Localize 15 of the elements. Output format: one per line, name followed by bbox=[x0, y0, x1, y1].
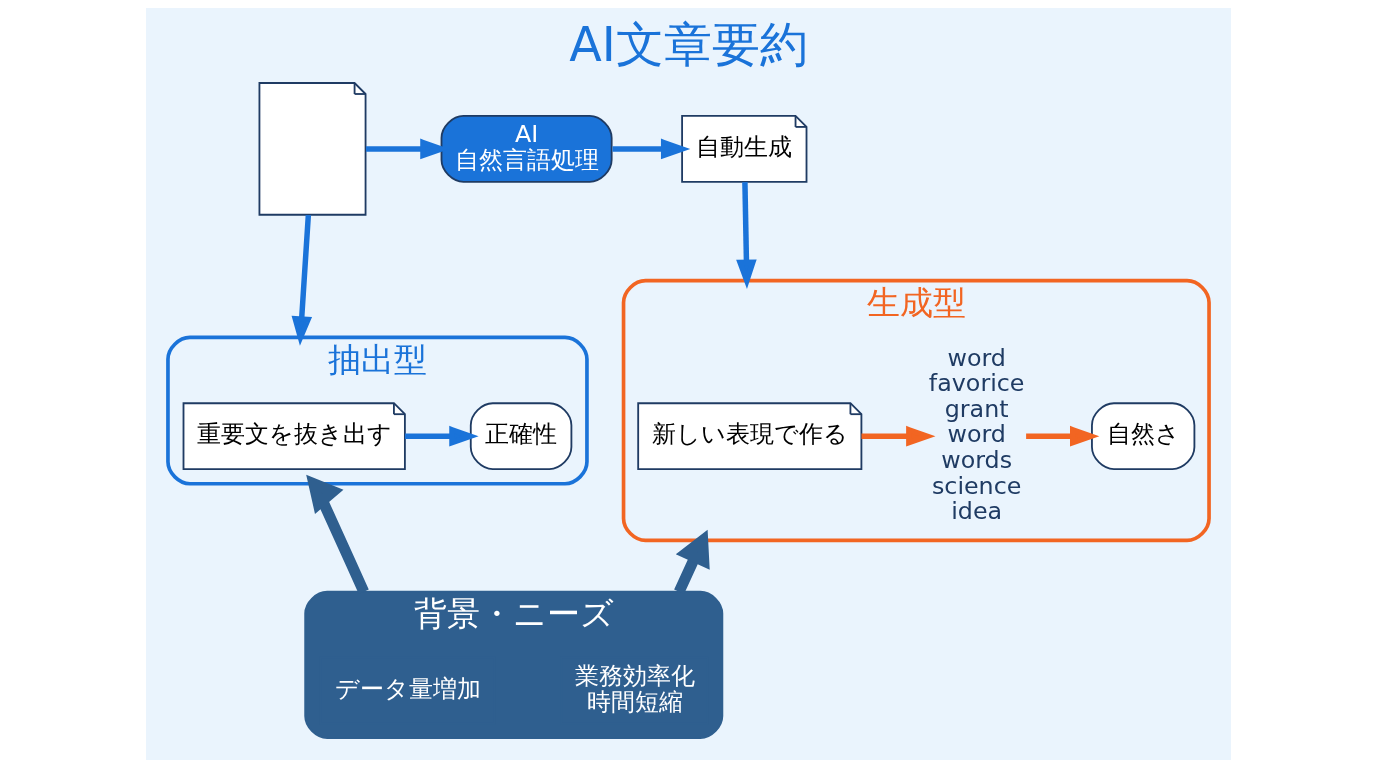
arrow bbox=[860, 425, 935, 447]
arrow bbox=[404, 425, 479, 447]
node-text: word favorice grant word words science idea bbox=[928, 343, 1024, 526]
arrow bbox=[1025, 425, 1099, 447]
arrow bbox=[673, 529, 710, 594]
arrow bbox=[291, 214, 312, 346]
diagram-title: AI文章要約 bbox=[568, 16, 808, 72]
node-box: 自然さ bbox=[1090, 402, 1195, 470]
node-box: AI 自然言語処理 bbox=[440, 115, 613, 183]
node-text: 業務効率化 時間短縮 bbox=[574, 661, 695, 716]
node-box: 正確性 bbox=[469, 402, 572, 470]
node-text: データ量増加 bbox=[334, 674, 481, 703]
arrow bbox=[612, 138, 690, 160]
arrow bbox=[305, 474, 369, 594]
arrow bbox=[735, 182, 757, 289]
